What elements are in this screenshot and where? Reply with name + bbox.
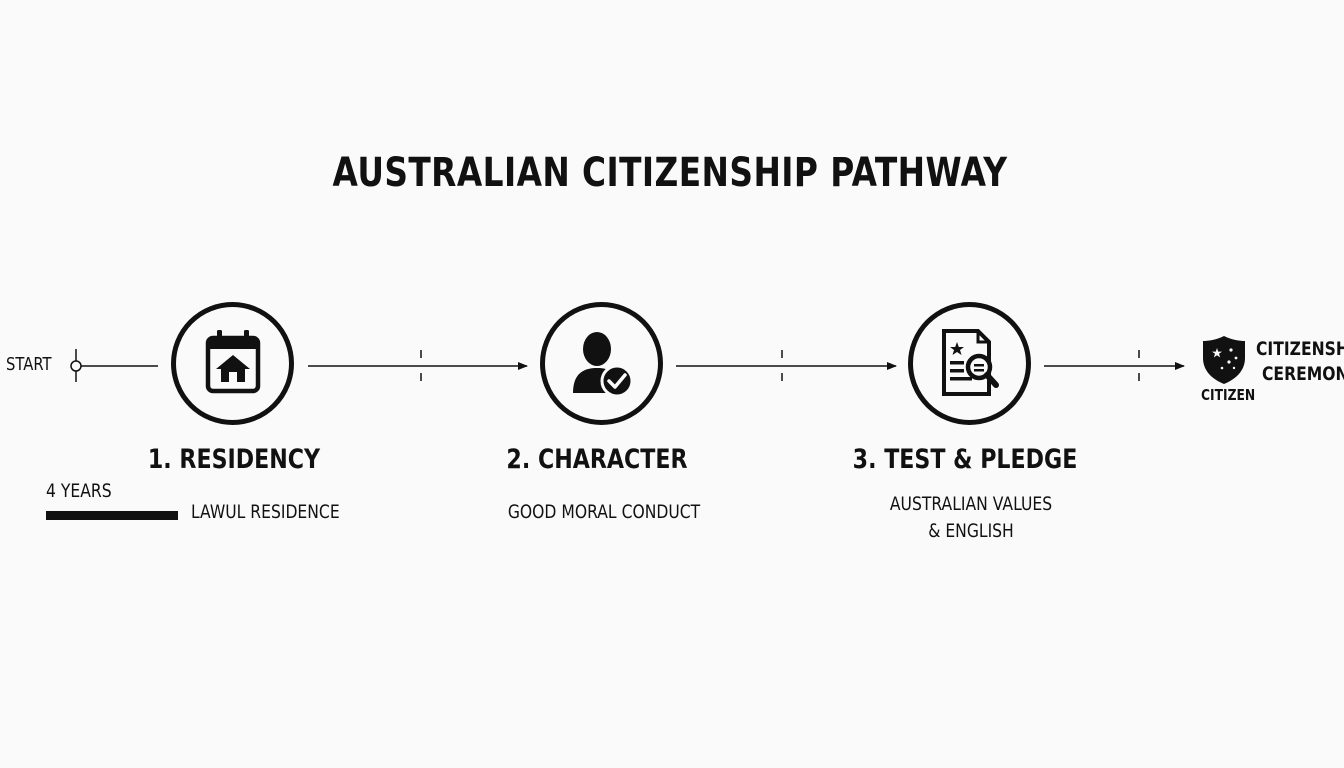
step-residency-description: LAWUL RESIDENCE: [191, 501, 340, 523]
step-test-description-line2: & ENGLISH: [928, 520, 1014, 542]
step-character-node: [540, 302, 663, 425]
ceremony-label-line1: CITIZENSHIP: [1256, 338, 1344, 360]
citizen-badge-text: CITIZEN: [1201, 386, 1256, 404]
citizen-shield-icon: [1203, 336, 1245, 384]
step-test-node: [908, 302, 1031, 425]
step-character-description: GOOD MORAL CONDUCT: [507, 501, 701, 523]
page-title: AUSTRALIAN CITIZENSHIP PATHWAY: [332, 150, 1008, 196]
document-search-icon: [942, 329, 999, 396]
start-marker: [70, 349, 82, 382]
calendar-home-icon: [205, 330, 261, 394]
step-test-label: 3. TEST & PLEDGE: [852, 444, 1078, 475]
person-check-icon: [573, 332, 634, 398]
step-test-description-line1: AUSTRALIAN VALUES: [889, 493, 1053, 515]
duration-label: 4 YEARS: [46, 480, 112, 502]
step-residency-node: [171, 302, 294, 425]
duration-bar: [46, 511, 178, 520]
ceremony-label-line2: CEREMONY: [1262, 363, 1344, 385]
step-residency-label: 1. RESIDENCY: [147, 444, 321, 475]
start-label: START: [6, 354, 52, 375]
step-character-label: 2. CHARACTER: [506, 444, 688, 475]
